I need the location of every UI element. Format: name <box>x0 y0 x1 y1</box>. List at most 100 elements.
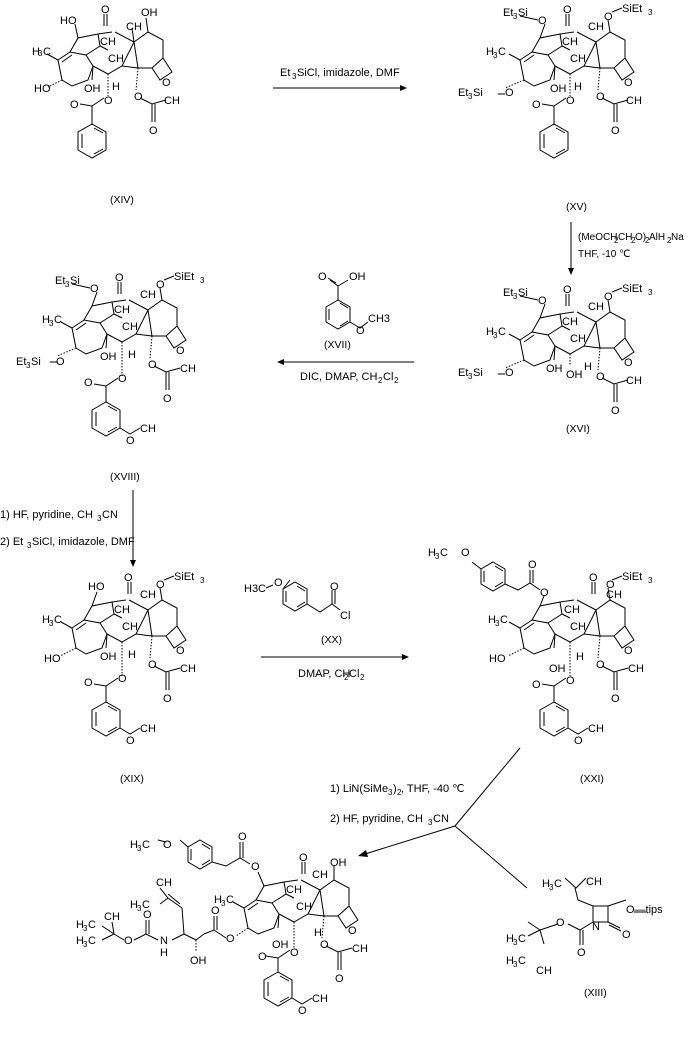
reagent-text: Na <box>671 232 684 243</box>
atom-label: Si <box>70 275 80 287</box>
subscript: 3 <box>292 72 297 81</box>
atom-label: O <box>84 377 93 389</box>
reagent-text: 2) Et <box>0 536 23 548</box>
atom-label: O <box>101 4 110 16</box>
atom-label: H <box>128 349 136 361</box>
atom-label: CH <box>606 589 622 601</box>
atom-label: H <box>42 614 50 626</box>
subscript: 3 <box>493 51 498 60</box>
atom-label: HO <box>88 581 105 593</box>
atom-label: O <box>320 939 329 951</box>
atom-label: O <box>115 272 124 284</box>
atom-label: C <box>54 314 62 326</box>
atom-label: CH <box>122 321 138 333</box>
subscript: 3 <box>513 938 518 947</box>
atom-label: O <box>156 579 165 591</box>
atom-label: O <box>356 325 365 337</box>
atom-label: H <box>584 361 592 373</box>
subscript: 3 <box>648 8 653 17</box>
reaction-arrow-r2: (MeOCH 2 CH 2 O) 2 AlH 2 Na THF, -10 ℃ <box>568 222 684 275</box>
atom-label: CH <box>312 869 328 881</box>
atom-label: O <box>566 675 575 687</box>
atom-label: H <box>506 955 514 967</box>
compound-XVIII: Et 3 Si O O O SiEt 3 CH CH CH H 3 C Et 3… <box>16 271 205 483</box>
atom-label: C <box>88 919 96 931</box>
atom-label: H <box>130 899 138 911</box>
atom-label: O <box>90 283 99 295</box>
atom-label: Si <box>518 287 528 299</box>
atom-label: OH <box>549 663 566 675</box>
atom-label: O <box>622 929 631 941</box>
atom-label: CH <box>536 965 552 977</box>
compound-product: H 3 C O O O O OH CH CH CH H 3 C O OH H O… <box>76 831 368 1017</box>
atom-label: O <box>176 645 185 657</box>
subscript: 3 <box>388 788 393 797</box>
reaction-arrow-r4: 1) HF, pyridine, CH 3 CN 2) Et 3 SiCl, i… <box>0 490 136 567</box>
reaction-arrow-r5: DMAP, CH 2 Cl 2 <box>261 654 409 682</box>
atom-label: H <box>574 81 582 93</box>
subscript: 3 <box>468 372 473 381</box>
atom-label: O <box>238 831 247 843</box>
atom-label: C <box>142 899 150 911</box>
subscript: 3 <box>83 924 88 933</box>
atom-label: H <box>112 81 120 93</box>
compound-XVI: Et 3 Si O O O SiEt 3 CH CH CH H 3 C Et 3… <box>458 283 653 435</box>
compound-label-XVIII: (XVIII) <box>110 471 140 483</box>
atom-label: O <box>566 95 575 107</box>
atom-label: O <box>148 359 157 371</box>
atom-label: CH <box>588 301 604 313</box>
atom-label: O <box>532 679 541 691</box>
compound-label-XIII: (XIII) <box>584 987 607 999</box>
atom-label: O <box>563 284 572 296</box>
subscript: 3 <box>27 541 32 550</box>
subscript: 3 <box>513 292 518 301</box>
subscript: 3 <box>648 288 653 297</box>
atom-label: O <box>611 405 620 417</box>
subscript: 2 <box>378 376 383 385</box>
subscript: 2 <box>614 236 619 245</box>
atom-label: O <box>84 677 93 689</box>
atom-label: C <box>440 547 448 559</box>
subscript: 3 <box>83 940 88 949</box>
subscript: 3 <box>200 276 205 285</box>
atom-label: O <box>596 371 605 383</box>
atom-label: CH <box>562 316 578 328</box>
atom-label: H <box>128 649 136 661</box>
subscript: 3 <box>435 552 440 561</box>
atom-label: O <box>604 291 613 303</box>
compound-XV: Et 3 Si O O O SiEt 3 CH CH CH H 3 C Et 3… <box>458 3 653 213</box>
compound-label-XVII: (XVII) <box>324 339 351 351</box>
atom-label: CH <box>164 95 180 107</box>
atom-label: SiEt <box>622 283 642 295</box>
atom-label: Si <box>473 87 483 99</box>
atom-label: Et <box>503 7 513 19</box>
atom-label: C <box>54 614 62 626</box>
atom-label: SiEt <box>174 571 194 583</box>
reagent-text: 1) LiN(SiMe <box>330 783 388 795</box>
compound-XXI: H 3 C O O O O O SiEt 3 CH CH CH H 3 C HO… <box>428 547 653 785</box>
subscript: 3 <box>468 92 473 101</box>
subscript: 2 <box>667 236 672 245</box>
atom-label: HO <box>60 15 77 27</box>
atom-label: O <box>606 579 615 591</box>
atom-label: C <box>142 839 150 851</box>
atom-label: N <box>160 935 168 947</box>
atom-label: CH <box>180 663 196 675</box>
atom-label: O <box>538 15 547 27</box>
compound-label-XIX: (XIX) <box>120 773 144 785</box>
atom-label: HO <box>34 83 51 95</box>
atom-label: CH <box>586 876 602 888</box>
atom-label: CH <box>140 289 156 301</box>
subscript: 3 <box>26 361 31 370</box>
subscript: 2 <box>394 376 399 385</box>
atom-label: O <box>299 852 308 864</box>
atom-label: Et <box>503 287 513 299</box>
atom-label: CH3 <box>368 313 390 325</box>
atom-label: OH <box>349 271 366 283</box>
atom-label: Et <box>458 367 468 379</box>
reaction-arrow-r3: DIC, DMAP, CH 2 Cl 2 <box>277 359 414 385</box>
atom-label: O—tips <box>626 904 663 916</box>
atom-label: O <box>118 373 127 385</box>
subscript: 3 <box>513 12 518 21</box>
